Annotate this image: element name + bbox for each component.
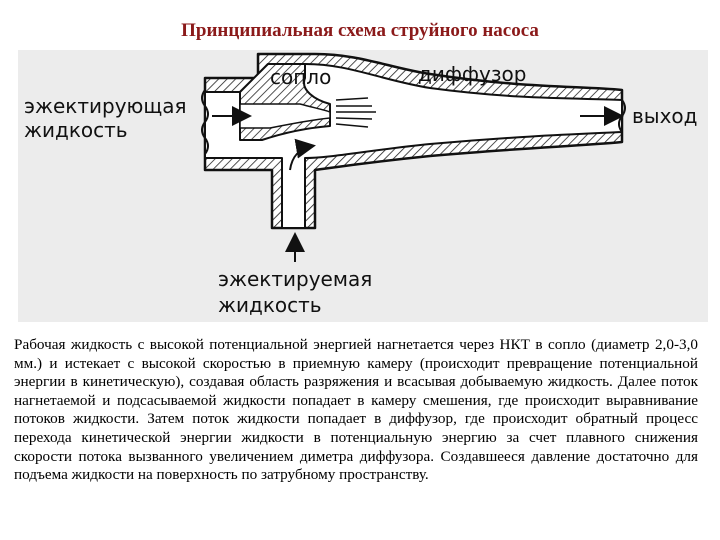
- label-nozzle: сопло: [270, 65, 332, 89]
- page-title: Принципиальная схема струйного насоса: [181, 20, 539, 41]
- nozzle-inner: [239, 103, 331, 129]
- inlet-cut: [201, 89, 209, 155]
- label-inlet-line2: жидкость: [24, 118, 128, 142]
- label-diffuser: диффузор: [418, 62, 527, 86]
- jet-lines: [335, 97, 376, 128]
- description-text: Рабочая жидкость с высокой потенциальной…: [14, 336, 698, 484]
- label-suction-line1: эжектируемая: [218, 267, 373, 291]
- label-outlet: выход: [632, 104, 698, 128]
- label-inlet-line1: эжектирующая: [24, 94, 187, 118]
- suction-curved-arrow: [289, 138, 316, 171]
- label-suction-line2: жидкость: [218, 293, 322, 317]
